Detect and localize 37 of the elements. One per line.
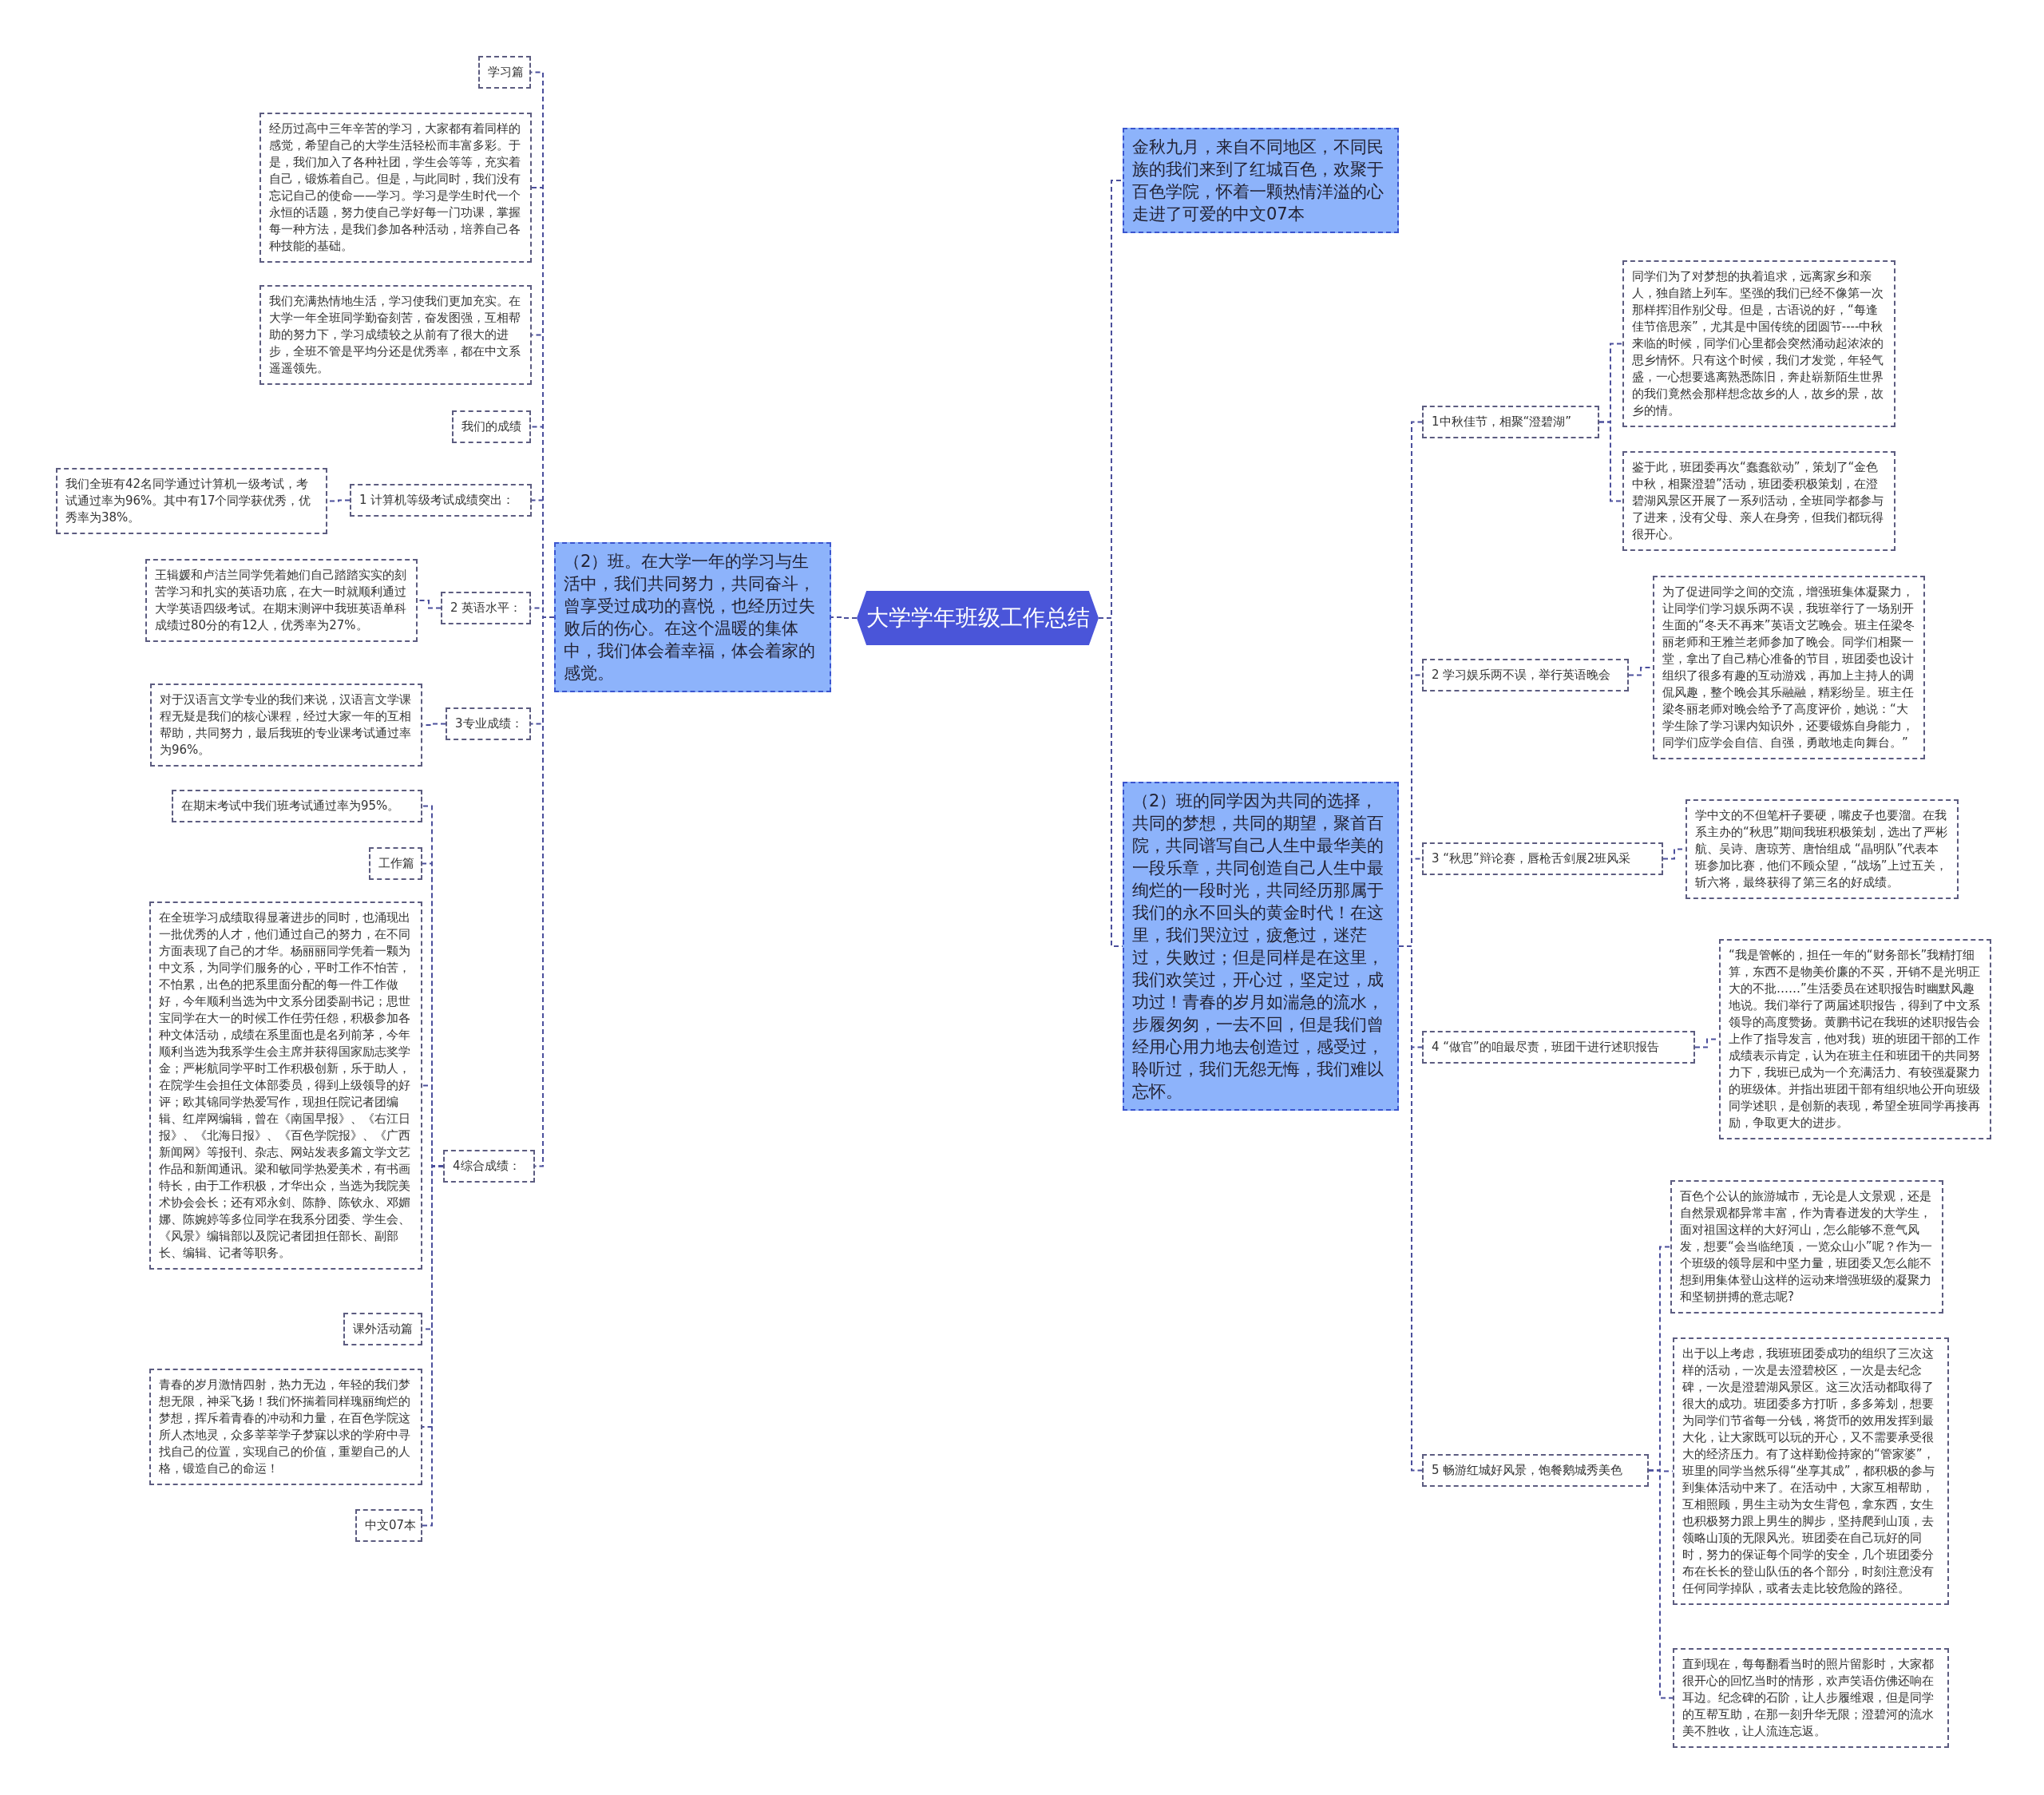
branch-topic-box: 金秋九月，来自不同地区，不同民族的我们来到了红城百色，欢聚于百色学院，怀着一颗热情洋溢的心走进了可爱的中文07本 bbox=[1123, 128, 1399, 233]
text-box: “我是管帐的，担任一年的“财务部长”我精打细算，东西不是物美价廉的不买，开销不是光明正大的不批……”生活委员在述职报告时幽默风趣地说。我们举行了两届述职报告，得到了中文系领导的高度赞扬。黄鹏书记在我班的述职报告会上作了指导发言，他对我）班的班团干部的工作成绩表示肯定，认为在班主任和班团干的共同努力下，我班已成为一个充满活力、有较强凝聚力的班级体。并指出班团干部有组织地公开向班级同学述职，是创新的表现，希望全班同学再接再励，争取更大的进步。 bbox=[1719, 939, 1991, 1139]
text-box: 工作篇 bbox=[369, 847, 422, 880]
text-box: 学习篇 bbox=[478, 56, 531, 89]
text-box: 在期末考试中我们班考试通过率为95%。 bbox=[172, 790, 422, 822]
text-box: 我们的成绩 bbox=[452, 410, 531, 443]
central-topic: 大学学年班级工作总结 bbox=[857, 591, 1099, 645]
text-box: 青春的岁月激情四射，热力无边，年轻的我们梦想无限，神采飞扬！我们怀揣着同样瑰丽绚烂的梦想，挥斥着青春的冲动和力量，在百色学院这所人杰地灵，众多莘莘学子梦寐以求的学府中寻找自己的位置，实现自己的价值，重塑自己的人格，锻造自己的命运！ bbox=[149, 1369, 422, 1485]
subtopic-box: 1中秋佳节，相聚“澄碧湖” bbox=[1422, 406, 1599, 438]
branch-topic-box: （2）班的同学因为共同的选择，共同的梦想，共同的期望，聚首百院，共同谱写自己人生中最华美的一段乐章，共同创造自己人生中最绚烂的一段时光，共同经历那属于我们的永不回头的黄金时代！在这里，我们哭泣过，疲惫过，迷茫过，失败过；但是同样是在这里，我们欢笑过，开心过，坚定过，成功过！青春的岁月如湍急的流水，步履匆匆，一去不回，但是我们曾经用心用力地去创造过，感受过，聆听过，我们无怨无悔，我们难以忘怀。 bbox=[1123, 782, 1399, 1111]
subtopic-box: 1 计算机等级考试成绩突出： bbox=[350, 484, 532, 517]
text-box: 同学们为了对梦想的执着追求，远离家乡和亲人，独自踏上列车。坚强的我们已经不像第一次那样挥泪作别父母。但是，古语说的好，“每逢佳节倍思亲”，尤其是中国传统的团圆节----中秋来临的时候，同学们心里都会突然涌动起浓浓的思乡情怀。只有这个时候，我们才发觉，年轻气盛，一心想要逃离熟悉陈旧，奔赴崭新陌生世界的我们竟然会那样想念故乡的人，故乡的景，故乡的情。 bbox=[1622, 260, 1895, 427]
text-box: 对于汉语言文学专业的我们来说，汉语言文学课程无疑是我们的核心课程，经过大家一年的互相帮助，共同努力，最后我班的专业课考试通过率为96%。 bbox=[150, 684, 422, 767]
subtopic-box: 2 学习娱乐两不误，举行英语晚会 bbox=[1422, 659, 1629, 691]
connector-line bbox=[1598, 421, 1623, 502]
text-box: 在全班学习成绩取得显著进步的同时，也涌现出一批优秀的人才，他们通过自己的努力，在不同方面表现了自己的才华。杨丽丽同学凭着一颗为中文系，为同学们服务的心，平时工作不怕苦，不怕累，出色的把系里面分配的每一件工作做好，今年顺利当选为中文系分团委副书记；思世宝同学在大一的时候工作任劳任怨，积极参加各种文体活动，成绩在系里面也是名列前茅，今年顺利当选为我系学生会主席并获得国家励志奖学金；严彬航同学平时工作积极创新，乐于助人，在院学生会担任文体部委员，得到上级领导的好评；欧其锦同学热爱写作，现担任院记者团编辑、红岸网编辑，曾在《南国早报》、《右江日报》、《北海日报》、《百色学院报》、《广西新闻网》等报刊、杂志、网站发表多篇文学文艺作品和新闻通讯。梁和敏同学热爱美术，有书画特长，由于工作积极，才华出众，当选为我院美术协会会长；还有邓永剑、陈静、陈钦永、邓媚娜、陈婉婷等多位同学在我系分团委、学生会、《风景》编辑部以及院记者团担任部长、副部长、编辑、记者等职务。 bbox=[149, 901, 422, 1270]
text-box: 中文07本 bbox=[355, 1509, 422, 1542]
branch-topic-box: （2）班。在大学一年的学习与生活中，我们共同努力，共同奋斗，曾享受过成功的喜悦，也经历过失败后的伤心。在这个温暖的集体中，我们体会着幸福，体会着家的感觉。 bbox=[554, 542, 831, 692]
connector-line bbox=[830, 616, 858, 619]
text-box: 鉴于此，班团委再次“蠢蠢欲动”，策划了“金色中秋，相聚澄碧”活动，班团委积极策划，在澄碧湖风景区开展了一系列活动，全班同学都参与了进来，没有父母、亲人在身旁，但我们都玩得很开心。 bbox=[1622, 451, 1895, 551]
subtopic-box: 4 “做官”的咱最尽责，班团干进行述职报告 bbox=[1422, 1031, 1695, 1064]
subtopic-box: 5 畅游红城好风景，饱餐鹅城秀美色 bbox=[1422, 1454, 1649, 1487]
text-box: 王辑媛和卢洁兰同学凭着她们自己踏踏实实的刻苦学习和扎实的英语功底，在大一时就顺利通过大学英语四级考试。在期末测评中我班英语单科成绩过80分的有12人，优秀率为27%。 bbox=[145, 559, 418, 642]
subtopic-box: 3专业成绩： bbox=[446, 707, 531, 740]
text-box: 我们全班有42名同学通过计算机一级考试，考试通过率为96%。其中有17个同学获优秀，优秀率为38%。 bbox=[56, 468, 327, 534]
text-box: 课外活动篇 bbox=[343, 1313, 422, 1345]
text-box: 百色个公认的旅游城市，无论是人文景观，还是自然景观都异常丰富，作为青春迸发的大学生，面对祖国这样的大好河山，怎么能够不意气风发，想要“会当临绝顶，一览众山小”呢？作为一个班级的领导层和中坚力量，班团委又怎么能不想到用集体登山这样的运动来增强班级的凝聚力和坚韧拼搏的意志呢? bbox=[1670, 1180, 1943, 1314]
text-box: 我们充满热情地生活，学习使我们更加充实。在大学一年全班同学勤奋刻苦，奋发图强，互相帮助的努力下，学习成绩较之从前有了很大的进步，全班不管是平均分还是优秀率，都在中文系遥遥领先。 bbox=[259, 285, 532, 385]
subtopic-box: 4综合成绩： bbox=[443, 1150, 535, 1183]
subtopic-box: 3 “秋思”辩论赛，唇枪舌剑展2班风采 bbox=[1422, 842, 1663, 875]
text-box: 直到现在，每每翻看当时的照片留影时，大家都很开心的回忆当时的情形，欢声笑语仿佛还响在耳边。纪念碑的石阶，让人步履维艰，但是同学的互帮互助，在那一刻升华无限；澄碧河的流水美不胜收，让人流连忘返。 bbox=[1673, 1648, 1949, 1748]
connector-line bbox=[1648, 1469, 1674, 1699]
text-box: 经历过高中三年辛苦的学习，大家都有着同样的感觉，希望自己的大学生活轻松而丰富多彩。于是，我们加入了各种社团，学生会等等，充实着自己，锻炼着自己。但是，与此同时，我们没有忘记自己的使命——学习。学习是学生时代一个永恒的话题，努力使自己学好每一门功课，掌握每一种方法，是我们参加各种活动，培养自己各种技能的基础。 bbox=[259, 113, 532, 263]
text-box: 学中文的不但笔杆子要硬，嘴皮子也要溜。在我系主办的“秋思”期间我班积极策划，选出了严彬航、吴诗、唐琼芳、唐怡组成 “晶明队”代表本班参加比赛，他们不顾众望，“战场”上过五关，斩六将，最终获得了第三名的好成绩。 bbox=[1686, 799, 1959, 899]
text-box: 为了促进同学之间的交流，增强班集体凝聚力，让同学们学习娱乐两不误，我班举行了一场别开生面的“冬天不再来”英语文艺晚会。班主任梁冬丽老师和王雅兰老师参加了晚会。同学们相聚一堂，拿出了自己精心准备的节目，班团委也设计组织了很多有趣的互动游戏，再加上主持人的调侃风趣，整个晚会其乐融融，精彩纷呈。班主任梁冬丽老师对晚会给予了高度评价，她说：“大学生除了学习课内知识外，还要锻炼自身能力，同学们应学会自信、自强，勇敢地走向舞台。” bbox=[1653, 576, 1925, 759]
subtopic-box: 2 英语水平： bbox=[441, 592, 531, 624]
text-box: 出于以上考虑，我班班团委成功的组织了三次这样的活动，一次是去澄碧校区，一次是去纪念碑，一次是澄碧湖风景区。这三次活动都取得了很大的成功。班团委多方打听，多多筹划，想要为同学们节省每一分钱，将货币的效用发挥到最大化，让大家既可以玩的开心，又不需要承受很大的经济压力。有了这样勤俭持家的“管家婆”，班里的同学当然乐得“坐享其成”，都积极的参与到集体活动中来了。在活动中，大家互相帮助，互相照顾，男生主动为女生背包，拿东西，女生也积极努力跟上男生的脚步，坚持爬到山顶，去领略山顶的无限风光。班团委在自己玩好的同时，努力的保证每个同学的安全，几个班团委分布在长长的登山队伍的各个部分，时刻注意没有任何同学掉队，或者去走比较危险的路径。 bbox=[1673, 1337, 1949, 1605]
